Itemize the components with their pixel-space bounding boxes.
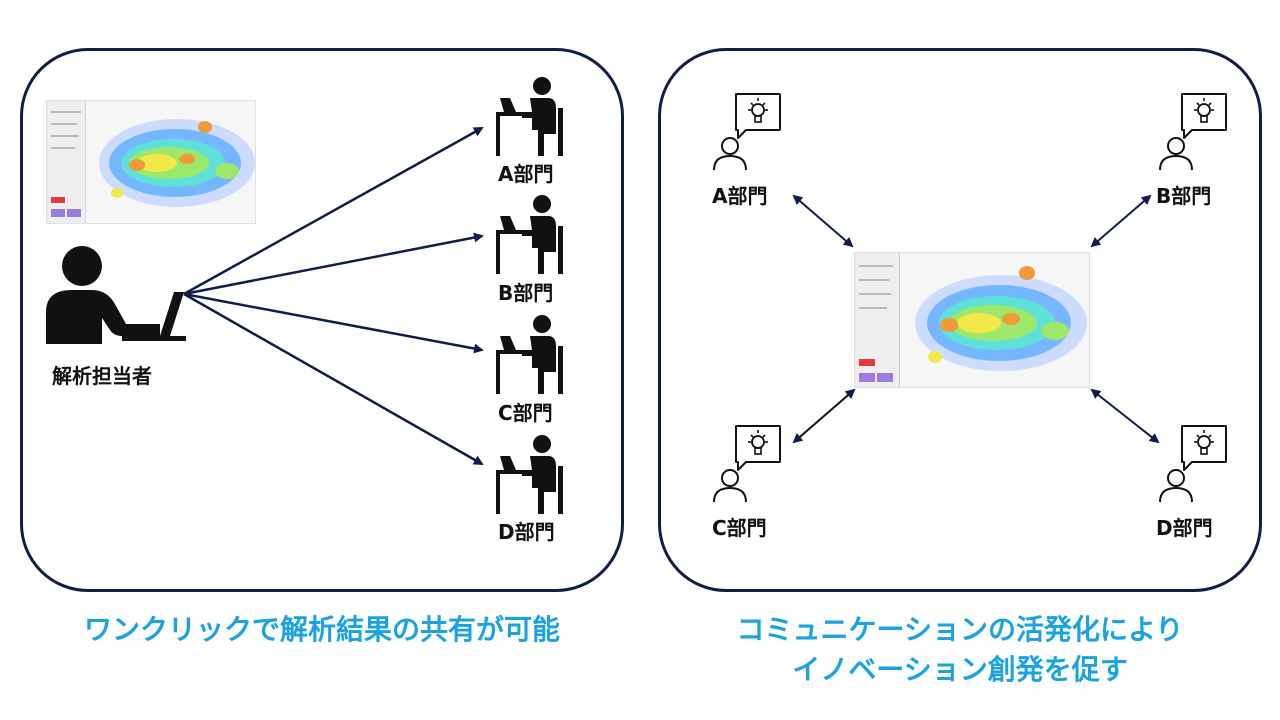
analyst-label: 解析担当者	[52, 364, 152, 388]
office-worker-icon	[496, 315, 563, 394]
arrow-to-dept-c	[183, 292, 484, 354]
bidirectional-arrow-b	[1090, 194, 1152, 248]
heatmap-graphic	[915, 266, 1087, 371]
person-idea-icon	[713, 93, 781, 171]
dept-a-label: A部門	[498, 162, 554, 186]
heatmap-screenshot-center	[854, 252, 1090, 388]
arrow-to-dept-a	[183, 126, 484, 296]
left-panel	[20, 48, 624, 592]
office-worker-icon	[496, 435, 563, 514]
arrow-to-dept-d	[183, 292, 484, 466]
heatmap-graphic	[99, 119, 255, 207]
analyst-at-laptop-icon	[46, 246, 186, 344]
bidirectional-arrow-a	[792, 194, 854, 248]
person-idea-icon	[1159, 93, 1227, 171]
dept-c-label: C部門	[498, 401, 553, 425]
right-dept-a-label: A部門	[712, 184, 768, 208]
left-caption: ワンクリックで解析結果の共有が可能	[83, 613, 560, 646]
bidirectional-arrow-c	[792, 388, 856, 444]
right-dept-c-label: C部門	[712, 516, 767, 540]
right-dept-d-label: D部門	[1156, 516, 1213, 540]
right-dept-b-label: B部門	[1156, 184, 1212, 208]
office-worker-icon	[496, 77, 563, 156]
bidirectional-arrow-d	[1090, 388, 1160, 444]
person-idea-icon	[1159, 425, 1227, 503]
right-panel	[658, 48, 1262, 592]
dept-d-label: D部門	[498, 520, 555, 544]
right-caption-line-2: イノベーション創発を促す	[792, 653, 1128, 686]
heatmap-screenshot-left	[46, 100, 256, 224]
person-idea-icon	[713, 425, 781, 503]
arrow-to-dept-b	[183, 232, 484, 296]
dept-b-label: B部門	[498, 281, 554, 305]
right-caption-line-1: コミュニケーションの活発化により	[736, 613, 1184, 646]
office-worker-icon	[496, 195, 563, 274]
